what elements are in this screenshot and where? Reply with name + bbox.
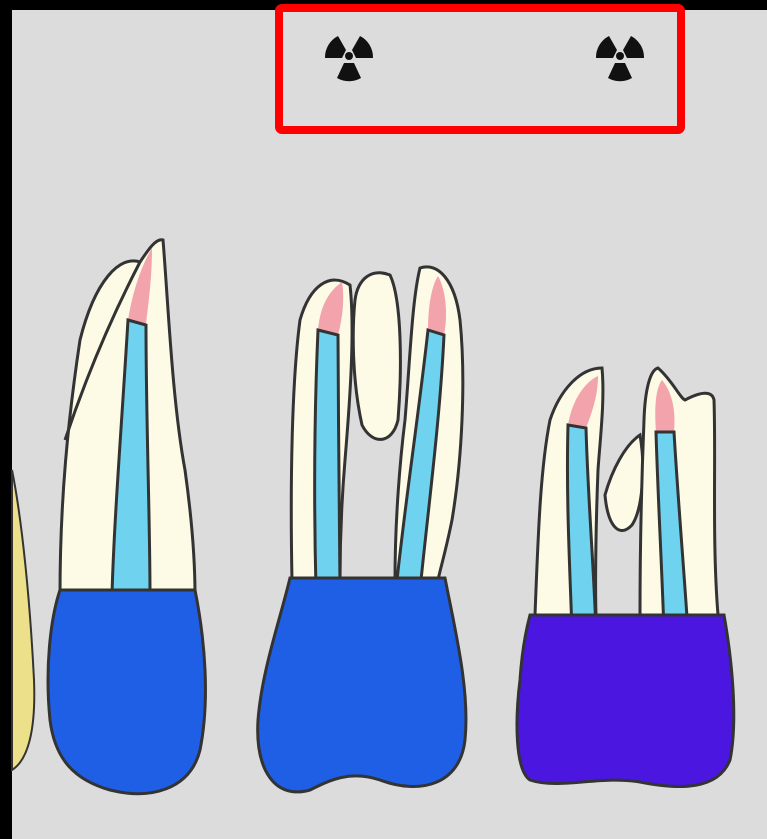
crown	[48, 590, 205, 794]
root-central	[353, 273, 400, 440]
crown	[258, 578, 466, 792]
canal-mesial	[315, 330, 340, 590]
crown	[517, 615, 734, 787]
